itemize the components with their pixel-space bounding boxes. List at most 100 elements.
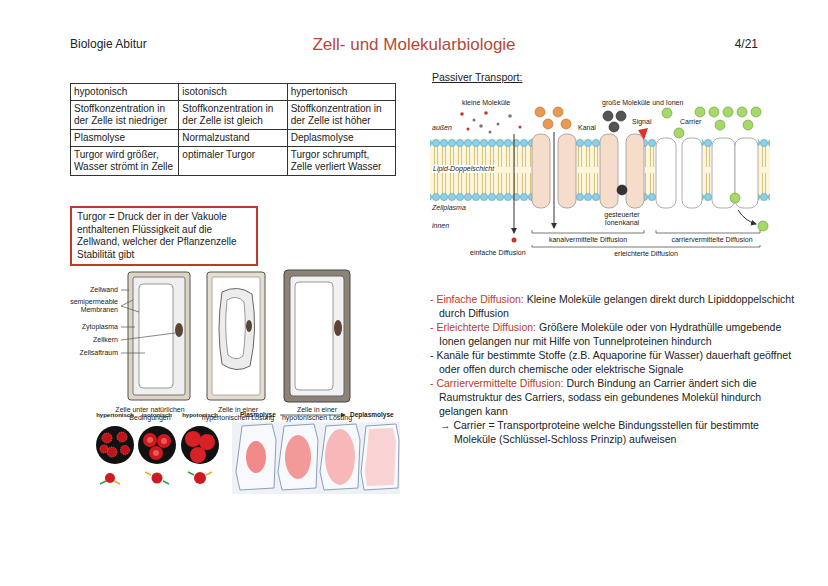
plasmolysis-figure xyxy=(232,422,400,494)
plant-cell-hypertonic xyxy=(207,272,265,400)
part-label: Zellwand xyxy=(40,286,118,294)
membrane-figure xyxy=(430,139,532,201)
table-cell-text: hypotonisch xyxy=(74,86,127,97)
table-cell-text: Stoffkonzentration in der Zelle ist nied… xyxy=(74,103,167,126)
blood-cell-figure xyxy=(107,447,117,457)
bullet-item: - Kanäle für bestimmte Stoffe (z.B. Aqua… xyxy=(430,348,798,376)
table-cell: hypotonisch xyxy=(71,84,179,101)
membrane-figure xyxy=(751,107,761,117)
blood-cell-figure xyxy=(190,447,206,463)
header-subject: Biologie Abitur xyxy=(70,38,147,52)
blood-cell-figure xyxy=(96,426,134,464)
bullet-item: - Einfache Diffusion:Kleine Moleküle gel… xyxy=(430,292,798,320)
plasmolysis-figure xyxy=(285,435,311,479)
blood-cell-figure xyxy=(143,433,157,447)
table-cell: Turgor schrumpft, Zelle verliert Wasser xyxy=(287,147,395,176)
blood-cell-figure xyxy=(102,433,112,443)
leader-line xyxy=(121,300,133,306)
table-row: Plasmolyse Normalzustand Deplasmolyse xyxy=(71,130,396,147)
membrane-figure xyxy=(656,230,760,233)
blood-cell-figure xyxy=(185,431,201,447)
membrane-figure xyxy=(758,221,768,231)
membrane-figure xyxy=(561,119,571,129)
membrane-figure xyxy=(674,128,684,138)
plasmolysis-figure xyxy=(236,424,276,490)
table-cell-text: Deplasmolyse xyxy=(291,132,354,143)
plant-cell-hypotonic xyxy=(284,270,350,402)
membrane-figure xyxy=(609,122,619,132)
table-cell: optimaler Turgor xyxy=(179,147,287,176)
table-cell-text: isotonisch xyxy=(182,86,226,97)
table-cell: Stoffkonzentration in der Zelle ist höhe… xyxy=(287,101,395,130)
table-cell-text: Plasmolyse xyxy=(74,132,125,143)
blood-cell-figure xyxy=(185,431,215,463)
membrane-figure xyxy=(514,132,756,233)
table-cell: Turgor wird größer, Wasser strömt in Zel… xyxy=(71,147,179,176)
definition-box: Turgor = Druck der in der Vakuole enthal… xyxy=(70,206,258,266)
solution-label: isotonisch xyxy=(135,412,179,419)
bullet-term: - Carriervermittelte Diffusion: xyxy=(430,377,563,389)
blood-cell-figure xyxy=(188,472,194,475)
membrane-figure xyxy=(514,134,515,233)
blood-cell-figure xyxy=(114,481,120,484)
blood-cell-figure xyxy=(121,446,130,455)
page-number: 4/21 xyxy=(700,38,758,52)
plant-cell-natural xyxy=(133,277,185,395)
membrane-figure xyxy=(508,114,512,118)
membrane-figure xyxy=(603,111,627,195)
blood-cell-figure xyxy=(149,446,163,460)
membrane-figure xyxy=(553,107,563,117)
diagram-label: Signal xyxy=(632,118,651,126)
membrane-figure xyxy=(532,134,758,208)
plasmolysis-figure xyxy=(278,424,318,490)
membrane-figure xyxy=(702,139,712,201)
plant-cell-hypertonic xyxy=(207,272,265,400)
blood-cell-figure xyxy=(105,473,115,483)
part-label: semipermeable Membranen xyxy=(58,298,118,314)
membrane-figure xyxy=(758,139,770,201)
membrane-figure xyxy=(467,128,470,131)
definition-text: Turgor = Druck der in der Vakuole enthal… xyxy=(77,211,237,260)
table-cell: hypertonisch xyxy=(287,84,395,101)
blood-cell-figure xyxy=(145,472,151,475)
leader-line xyxy=(121,290,175,353)
solution-label: hypotonisch xyxy=(178,412,222,419)
table-row: hypotonisch isotonisch hypertonisch xyxy=(71,84,396,101)
membrane-figure xyxy=(662,108,672,118)
blood-cell-figure xyxy=(100,472,212,484)
blood-cell-figure xyxy=(105,472,206,484)
blood-cell-figure xyxy=(163,481,169,484)
blood-cell-figure xyxy=(181,426,219,464)
table-cell: Stoffkonzentration in der Zelle ist glei… xyxy=(179,101,287,130)
table-cell: Deplasmolyse xyxy=(287,130,395,147)
membrane-figure xyxy=(695,107,705,117)
table-cell-text: optimaler Turgor xyxy=(182,149,255,160)
membrane-figure xyxy=(543,119,553,129)
membrane-figure xyxy=(554,132,555,228)
diagram-label: Carrier xyxy=(680,118,701,126)
bullet-item: → Carrier = Transportproteine welche Bin… xyxy=(430,418,798,446)
solution-label: hypertonisch xyxy=(93,412,137,419)
plant-cell-natural xyxy=(139,284,173,388)
leader-line xyxy=(121,333,175,340)
table-cell: Normalzustand xyxy=(179,130,287,147)
membrane-figure xyxy=(644,139,656,201)
side-label: innen xyxy=(432,222,449,230)
blood-cell-figure xyxy=(100,445,108,453)
membrane-figure xyxy=(638,128,648,140)
diagram-label: kleine Moleküle xyxy=(462,99,510,107)
plant-cell-natural xyxy=(175,323,183,337)
table-cell: Stoffkonzentration in der Zelle ist nied… xyxy=(71,101,179,130)
membrane-figure xyxy=(430,139,532,201)
membrane-figure xyxy=(479,124,483,128)
figure-caption: Zelle in einer hypotonischen Lösung xyxy=(280,406,354,422)
bullet-item: - Erleichterte Diffusion:Größere Molekül… xyxy=(430,320,798,348)
table-cell-text: Turgor schrumpft, Zelle verliert Wasser xyxy=(291,149,382,172)
membrane-figure xyxy=(535,107,571,129)
plasmolysis-figure xyxy=(325,429,355,485)
membrane-figure xyxy=(600,134,618,208)
bullet-list: - Einfache Diffusion:Kleine Moleküle gel… xyxy=(430,292,798,446)
membrane-figure xyxy=(473,119,476,122)
side-label: außen xyxy=(432,124,452,132)
membrane-figure xyxy=(460,111,521,133)
